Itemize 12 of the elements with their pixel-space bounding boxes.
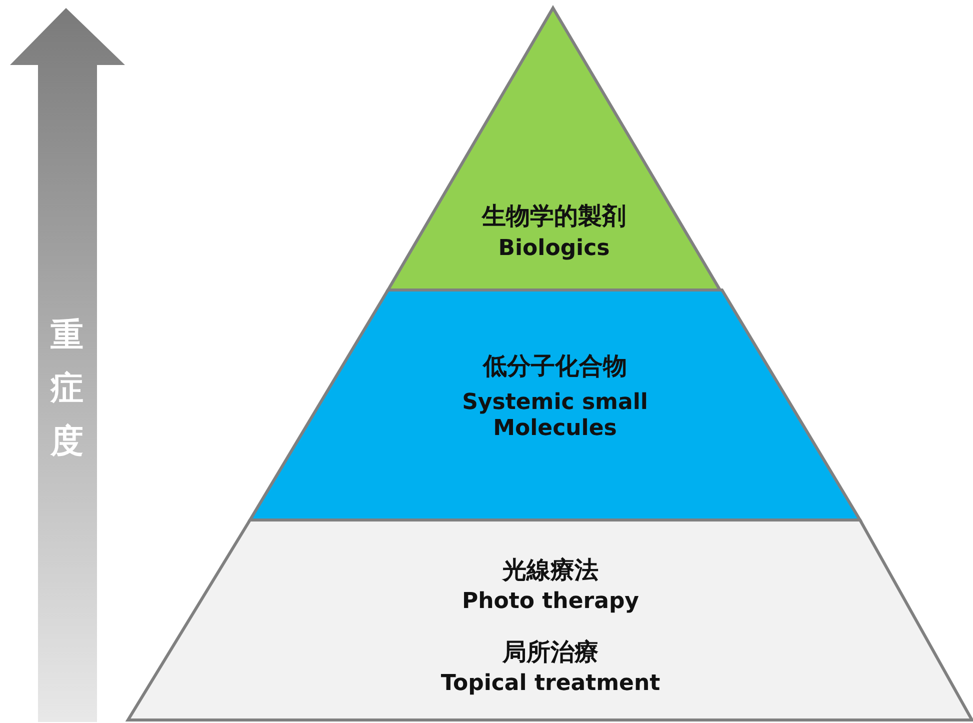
tier-subtitle: Biologics bbox=[497, 236, 611, 262]
axis-label: 重症度 bbox=[49, 314, 84, 462]
tier-title: 局所治療 bbox=[501, 638, 600, 667]
pyramid-tier bbox=[248, 290, 862, 520]
tier-subtitle: Systemic small Molecules bbox=[461, 390, 649, 443]
pyramid-tier bbox=[386, 6, 722, 290]
pyramid-tier bbox=[126, 520, 973, 723]
tier-subtitle: Photo therapy bbox=[460, 589, 640, 616]
tier-title: 光線療法 bbox=[500, 556, 600, 585]
tier-title: 低分子化合物 bbox=[481, 352, 628, 381]
tier-subtitle: Topical treatment bbox=[440, 671, 662, 698]
tier-title: 生物学的製剤 bbox=[480, 202, 627, 231]
